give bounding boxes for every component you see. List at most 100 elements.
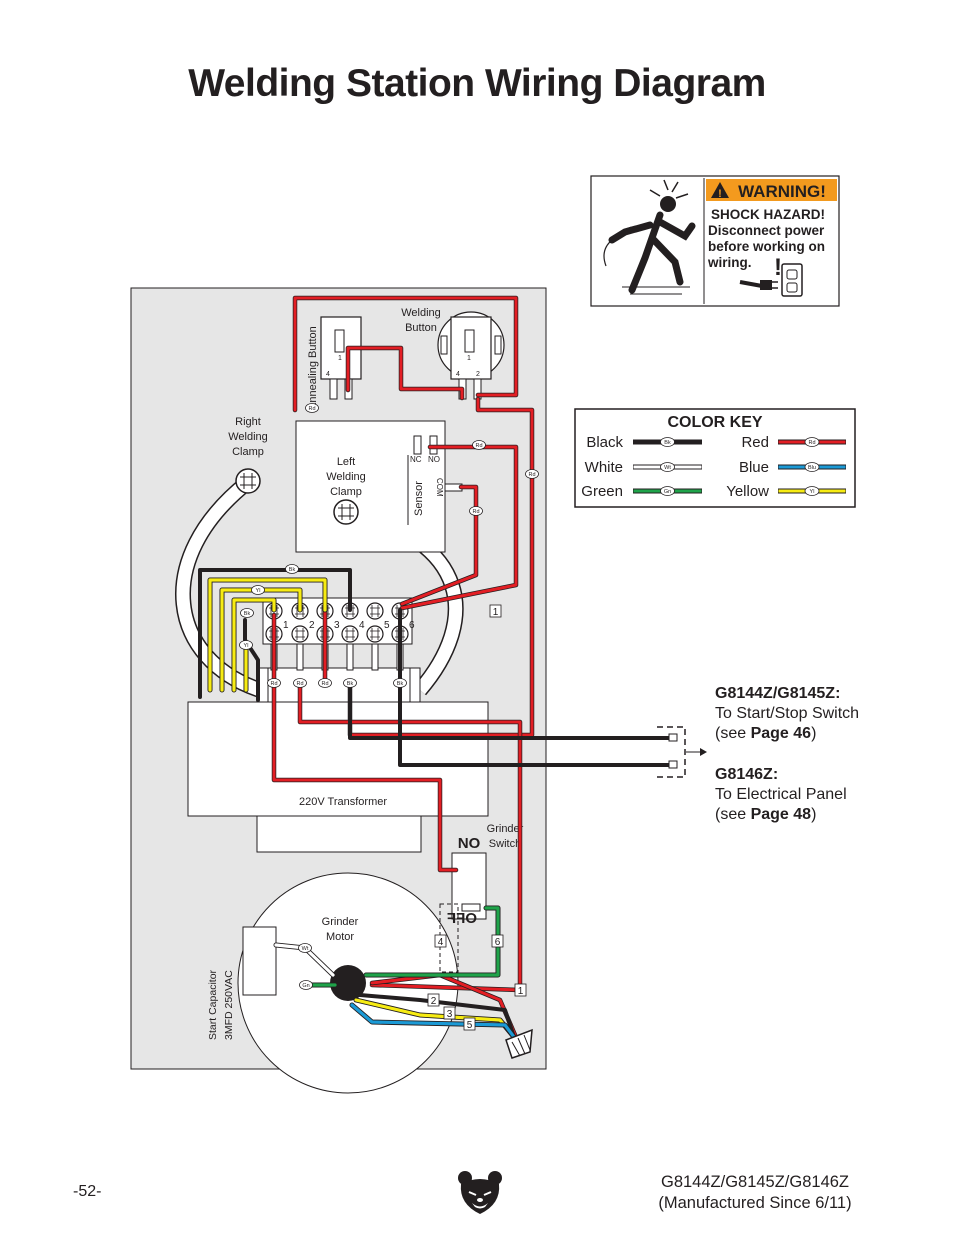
wire-number-box: 1 xyxy=(489,604,502,618)
wire-number-box: 4 xyxy=(434,934,447,948)
sensor-com-label: COM xyxy=(435,478,444,497)
right-clamp: Right Welding Clamp xyxy=(228,416,268,494)
wire-code-tag: Bk xyxy=(285,564,299,574)
terminal-screw-icon xyxy=(366,602,384,620)
svg-text:1: 1 xyxy=(338,355,342,362)
svg-text:4: 4 xyxy=(438,937,444,948)
wire-code-tag: Rd xyxy=(469,506,483,516)
wire-number-box: 6 xyxy=(491,934,504,948)
svg-text:1: 1 xyxy=(518,986,524,997)
svg-text:5: 5 xyxy=(467,1020,473,1031)
wire-code-tag: Bk xyxy=(393,678,407,688)
terminal-screw-icon xyxy=(366,625,384,643)
color-key-code: Rd xyxy=(808,440,815,446)
svg-text:Rd: Rd xyxy=(308,406,315,412)
wire-nut-icon xyxy=(505,1028,533,1059)
welding-button-label-1: Welding xyxy=(401,307,441,319)
page-number: -52- xyxy=(73,1183,102,1200)
wire-code-tag: Gn xyxy=(299,980,313,990)
right-clamp-label-3: Clamp xyxy=(232,446,264,458)
svg-text:Rd: Rd xyxy=(528,472,535,478)
svg-text:Bk: Bk xyxy=(347,681,354,687)
terminal-number: 3 xyxy=(334,620,340,631)
electrocution-figure-icon xyxy=(603,179,696,295)
svg-text:3: 3 xyxy=(447,1009,453,1020)
black-wire xyxy=(348,681,677,740)
grinder-motor: Grinder Motor xyxy=(237,872,459,1094)
left-clamp-label-3: Clamp xyxy=(330,486,362,498)
terminal-screw-icon xyxy=(291,625,309,643)
bear-head-logo-icon xyxy=(458,1171,502,1214)
grinder-motor-label-2: Motor xyxy=(326,931,354,943)
black-wire xyxy=(198,568,352,699)
note-g8144-line1: To Start/Stop Switch xyxy=(715,705,860,722)
svg-text:!: ! xyxy=(718,188,722,200)
color-key-code: Wt xyxy=(664,465,671,471)
switch-on-label: ON xyxy=(458,834,481,851)
svg-text:4: 4 xyxy=(456,371,460,378)
svg-text:2: 2 xyxy=(476,371,480,378)
color-key-title: COLOR KEY xyxy=(667,414,762,431)
svg-text:2: 2 xyxy=(431,996,437,1007)
sensor-box: NC NO COM Sensor Left Welding Clamp xyxy=(295,420,463,553)
wire-code-tag: Rd xyxy=(293,678,307,688)
color-key-label: White xyxy=(585,459,623,476)
terminal-number: 2 xyxy=(309,620,315,631)
svg-text:Rd: Rd xyxy=(472,509,479,515)
note-g8146-heading: G8146Z: xyxy=(715,766,779,783)
wire-number-box: 5 xyxy=(463,1017,476,1031)
warning-triangle-icon: ! xyxy=(711,182,729,200)
svg-text:Yl: Yl xyxy=(244,643,249,649)
warning-header-bar xyxy=(706,179,837,201)
note-g8144-heading: G8144Z/G8145Z: xyxy=(715,685,841,702)
terminal-number: 4 xyxy=(359,620,365,631)
note-g8146: G8146Z: To Electrical Panel (see Page 48… xyxy=(715,766,847,823)
svg-text:1: 1 xyxy=(467,355,471,362)
warning-line-3: before working on xyxy=(708,239,825,254)
svg-text:Rd: Rd xyxy=(321,681,328,687)
wire-number-box: 2 xyxy=(427,993,440,1007)
color-key-label: Blue xyxy=(739,459,769,476)
svg-text:Rd: Rd xyxy=(296,681,303,687)
annealing-button-label: Annealing Button xyxy=(307,326,319,410)
svg-text:4: 4 xyxy=(326,371,330,378)
color-key-label: Red xyxy=(741,434,769,451)
warning-line-2: Disconnect power xyxy=(708,223,825,238)
color-key-label: Yellow xyxy=(726,483,769,500)
transformer: 220V Transformer xyxy=(187,667,489,853)
terminal-number: 5 xyxy=(384,620,390,631)
note-g8144: G8144Z/G8145Z: To Start/Stop Switch (see… xyxy=(715,685,860,742)
svg-text:!: ! xyxy=(774,254,782,281)
color-key-label: Black xyxy=(586,434,623,451)
model-numbers: G8144Z/G8145Z/G8146Z xyxy=(660,1173,850,1191)
start-capacitor: Start Capacitor 3MFD 250VAC xyxy=(207,926,277,1040)
page-title: Welding Station Wiring Diagram xyxy=(188,62,766,105)
grinder-switch: Grinder Switch ON OFF xyxy=(439,823,524,973)
wire-number-box: 1 xyxy=(514,983,527,997)
color-key-code: Blu xyxy=(808,465,816,471)
right-clamp-terminal-icon xyxy=(235,468,261,494)
wire-code-tag: Bk xyxy=(240,608,254,618)
svg-text:6: 6 xyxy=(495,937,501,948)
note-g8146-line1: To Electrical Panel xyxy=(715,786,847,803)
plug-outlet-icon: ! xyxy=(739,254,803,297)
left-clamp-terminal-icon xyxy=(333,499,359,525)
footer-models: G8144Z/G8145Z/G8146Z (Manufactured Since… xyxy=(620,1172,890,1214)
svg-text:Yl: Yl xyxy=(256,588,261,594)
svg-text:1: 1 xyxy=(493,607,499,618)
color-key-code: Bk xyxy=(664,440,671,446)
color-key-code: Yl xyxy=(810,489,815,495)
svg-text:Rd: Rd xyxy=(475,443,482,449)
left-clamp-label-2: Welding xyxy=(326,471,366,483)
capacitor-label-1: Start Capacitor xyxy=(207,969,219,1040)
external-connection-bracket xyxy=(657,726,707,778)
wire-code-tag: Yl xyxy=(251,585,265,595)
wire-code-tag: Rd xyxy=(305,403,319,413)
svg-text:Rd: Rd xyxy=(270,681,277,687)
transformer-label: 220V Transformer xyxy=(299,796,387,808)
page-46-ref: Page 46 xyxy=(750,725,812,742)
wire-code-tag: Yl xyxy=(239,640,253,650)
svg-text:Wt: Wt xyxy=(302,946,309,952)
